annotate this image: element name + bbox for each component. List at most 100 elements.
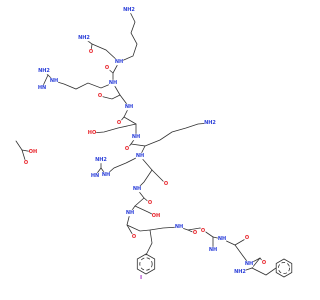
atom-label-bg [95, 156, 107, 164]
atom-label-bg [49, 77, 59, 85]
atom-label-lys-nh2: NH2 [123, 6, 135, 14]
atom-labels: NH2NH2ONHONH2NHHNNHONHOHONHONH2NHNH2NHHN… [23, 6, 267, 282]
atom-label-text: NH2 [204, 120, 216, 126]
atom-label-bg [124, 103, 134, 111]
atom-label-bg [204, 119, 216, 127]
atom-label-nh-7: NH [125, 209, 135, 217]
atom-label-text: NH [245, 261, 253, 267]
atom-label-bg [135, 152, 145, 160]
atom-label-text: NH2 [78, 35, 90, 41]
atom-label-text: NH2 [95, 157, 107, 163]
atom-label-text: O [262, 260, 266, 266]
bond-26 [126, 224, 180, 232]
atom-label-guan2-nh: NH [101, 171, 111, 179]
atom-label-bg [217, 235, 227, 243]
bond-10 [99, 94, 121, 100]
bond-3 [91, 43, 120, 63]
atom-label-lys2-nh2: NH2 [204, 119, 216, 127]
aromatic-circle-1 [139, 257, 153, 271]
atom-label-o-5: O [163, 180, 169, 188]
atom-label-bg [123, 6, 135, 14]
atom-label-text: O [164, 181, 168, 187]
atom-label-thr-oh: OH [151, 212, 161, 220]
atom-label-bg [208, 246, 218, 254]
atom-label-bg [114, 58, 124, 66]
atom-label-text: NH [102, 172, 110, 178]
atom-label-c-amide-nh2: NH2 [78, 34, 90, 42]
atom-label-nh-5: NH [135, 152, 145, 160]
atom-label-nh-3: NH [124, 103, 134, 111]
bond-13 [91, 123, 137, 134]
atom-label-text: NH [175, 224, 183, 230]
atom-label-text: NH [50, 78, 58, 84]
atom-label-text: HN [91, 173, 99, 179]
atom-label-bg [104, 64, 110, 72]
benzene-ring-1 [136, 253, 156, 275]
bond-36 [145, 229, 153, 256]
atom-label-nh-2: NH [108, 79, 118, 87]
atom-label-bg [200, 227, 206, 235]
atom-label-nh-1: NH [114, 58, 124, 66]
atom-label-o-4: O [124, 145, 130, 153]
atom-label-bg [28, 148, 38, 156]
atom-label-text: NH [126, 210, 134, 216]
atom-label-bg [78, 34, 90, 42]
atom-label-bg [108, 79, 118, 87]
atom-label-bg [131, 233, 137, 241]
atom-label-text: O [148, 200, 152, 206]
aromatic-circle-2 [277, 261, 290, 274]
benzene-ring-2 [275, 258, 293, 278]
atom-label-guan1-hn: HN [37, 84, 47, 92]
atom-label-text: O [125, 146, 129, 152]
bond-1 [118, 9, 138, 63]
atom-label-text: NH [115, 59, 123, 65]
atom-label-text: OH [152, 213, 160, 219]
atom-label-bg [125, 209, 135, 217]
atom-label-bg [244, 234, 250, 242]
benzene-rings [136, 253, 293, 278]
atom-label-text: O [24, 160, 28, 166]
atom-label-iodo: I [138, 274, 144, 282]
atom-label-bg [151, 212, 161, 220]
atom-label-bg [131, 133, 141, 141]
atom-label-bg [138, 274, 144, 282]
atom-label-text: O [132, 234, 136, 240]
atom-label-bg [261, 259, 267, 267]
atom-label-guan2-nh2: NH2 [95, 156, 107, 164]
bond-lines [15, 9, 277, 276]
atom-label-text: HO [88, 130, 96, 136]
atom-label-text: OH [29, 149, 37, 155]
atom-label-text: NH [136, 153, 144, 159]
atom-label-text: O [201, 228, 205, 234]
bond-6 [53, 80, 114, 90]
atom-label-guan2-hn: HN [90, 172, 100, 180]
peptide-structure-diagram: NH2NH2ONHONH2NHHNNHONHOHONHONH2NHNH2NHHN… [15, 6, 293, 282]
atom-label-o-9: O [200, 227, 206, 235]
atom-label-bg [163, 180, 169, 188]
atom-label-text: O [117, 120, 121, 126]
atom-label-text: NH2 [38, 68, 50, 74]
atom-label-bg [38, 67, 50, 75]
atom-label-bg [174, 223, 184, 231]
atom-label-bg [147, 199, 153, 207]
atom-label-text: O [105, 65, 109, 71]
atom-label-nh-10: NH [217, 235, 227, 243]
atom-label-text: O [193, 230, 197, 236]
atom-label-o-1: O [104, 64, 110, 72]
atom-label-bg [116, 119, 122, 127]
atom-label-bg [87, 129, 97, 137]
atom-label-o-6: O [147, 199, 153, 207]
atom-label-bg [101, 171, 111, 179]
atom-label-nh-8: NH [174, 223, 184, 231]
atom-label-bg [192, 229, 198, 237]
atom-label-text: O [98, 93, 102, 99]
atom-label-o-10: O [244, 234, 250, 242]
atom-label-text: NH2 [123, 7, 135, 13]
atom-label-bg [97, 92, 103, 100]
bond-16 [144, 122, 211, 147]
atom-label-nh-11: NH [244, 260, 254, 268]
atom-label-text: NH [132, 134, 140, 140]
atom-label-bg [124, 145, 130, 153]
atom-label-text: NH [125, 104, 133, 110]
atom-label-ser-ho: HO [87, 129, 97, 137]
